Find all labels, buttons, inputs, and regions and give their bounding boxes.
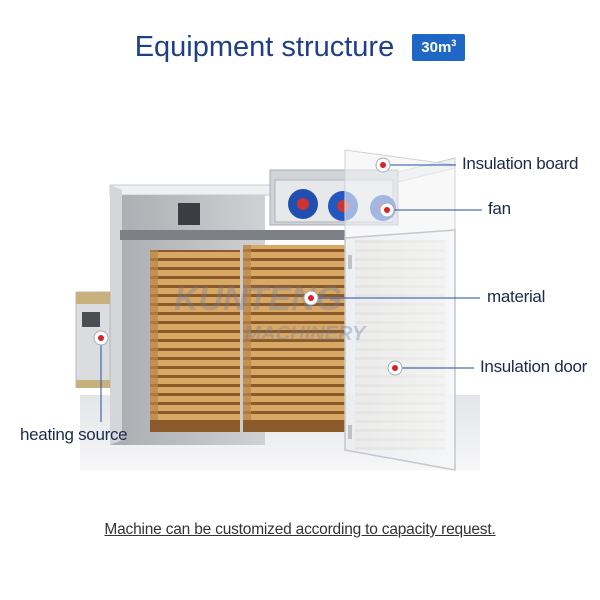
room-left-wall [110, 185, 122, 445]
callout-material: material [487, 287, 546, 306]
marker-material-dot [308, 295, 314, 301]
badge-unit-exponent: 3 [451, 37, 457, 48]
marker-insulation-board-dot [380, 162, 386, 168]
wood-stack-left-side [150, 250, 158, 430]
callout-heating-source: heating source [20, 425, 128, 444]
wood-stack-middle [243, 245, 345, 430]
title-text: Equipment structure [134, 30, 395, 63]
door-hinge-bottom [348, 425, 352, 439]
wood-stack-middle-side [243, 245, 251, 430]
badge-value: 30m [421, 38, 452, 56]
callout-insulation-board: Insulation board [462, 154, 579, 173]
pallet-left [150, 420, 240, 432]
door-hinge-top [348, 255, 352, 269]
heating-cabinet-base [76, 380, 110, 388]
pallet-middle [243, 420, 345, 432]
page-title: Equipment structure 30m3 [0, 30, 600, 64]
heating-cabinet-top [76, 292, 110, 304]
capacity-badge: 30m3 [412, 33, 466, 61]
wood-stack-left [150, 250, 240, 430]
fan-hub-1 [297, 198, 309, 210]
footer-note: Machine can be customized according to c… [104, 521, 496, 538]
insulation-door [344, 229, 456, 471]
callout-markers [93, 157, 403, 376]
callout-insulation-door: Insulation door [480, 357, 588, 376]
marker-insulation-door-dot [392, 365, 398, 371]
air-baffle [120, 230, 345, 240]
marker-fan-dot [384, 207, 390, 213]
marker-heating-source-dot [98, 335, 104, 341]
callout-fan: fan [488, 199, 511, 218]
heating-cabinet-screen [82, 312, 100, 327]
back-wall-vent [178, 203, 200, 225]
callout-lines [100, 164, 482, 422]
watermark-line2: MACHINERY [245, 323, 367, 345]
